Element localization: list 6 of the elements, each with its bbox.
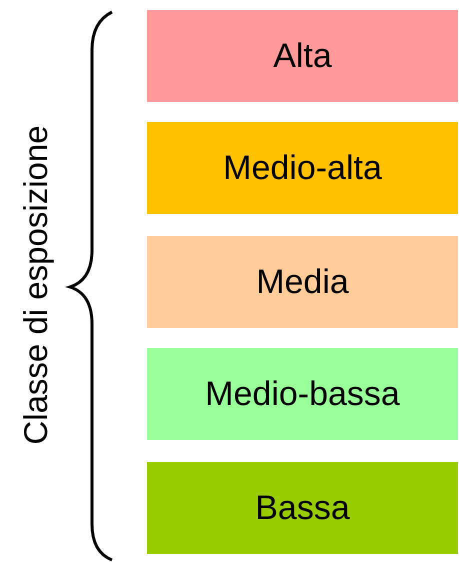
axis-title: Classe di esposizione	[17, 125, 55, 445]
category-box: Medio-bassa	[147, 348, 458, 440]
category-box: Media	[147, 236, 458, 328]
category-box: Bassa	[147, 462, 458, 554]
category-box: Alta	[147, 10, 458, 102]
category-box: Medio-alta	[147, 122, 458, 214]
